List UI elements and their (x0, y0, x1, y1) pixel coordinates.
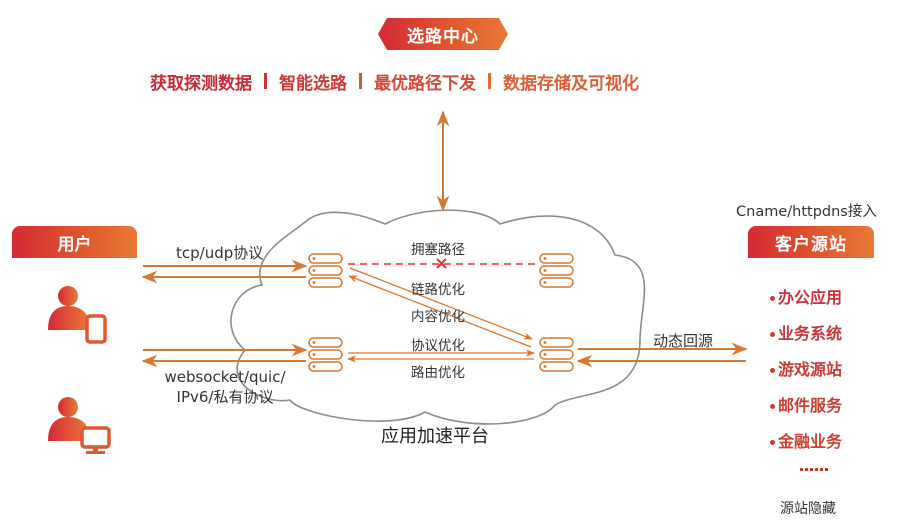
server-led (543, 341, 547, 344)
server-led (543, 353, 547, 356)
feature-item: 数据存储及可视化 (503, 73, 639, 94)
bullet-icon (770, 295, 775, 301)
server-unit (308, 349, 343, 360)
origin-service-item: 邮件服务 (770, 388, 842, 424)
feature-item: 智能选路 (279, 73, 347, 94)
origin-hidden-label: 源站隐藏 (780, 501, 836, 517)
origin-badge: 客户源站 (748, 226, 874, 258)
server-led (543, 365, 547, 368)
bullet-icon (770, 439, 775, 445)
server-led (312, 257, 316, 260)
congested-path-label: 拥塞路径 (411, 242, 465, 258)
feature-item: 获取探测数据 (150, 73, 252, 94)
server-unit (539, 349, 574, 360)
server-unit (539, 253, 574, 264)
service-label: 金融业务 (778, 432, 843, 451)
server-led (312, 269, 316, 272)
protocol-bottom-label: websocket/quic/ IPv6/私有协议 (150, 368, 300, 407)
server-led (312, 365, 316, 368)
person-mobile-icon (48, 286, 107, 344)
bullet-icon (770, 367, 775, 373)
server-stack-icon (308, 337, 343, 372)
server-unit (308, 253, 343, 264)
server-unit (539, 337, 574, 348)
server-stack-icon (308, 253, 343, 288)
server-stack-icon (539, 253, 574, 288)
service-label: 游戏源站 (778, 360, 843, 379)
person-desktop-icon (48, 397, 111, 454)
server-led (543, 281, 547, 284)
server-led (312, 281, 316, 284)
server-unit (308, 265, 343, 276)
origin-service-list: 办公应用 业务系统 游戏源站 邮件服务 金融业务 (770, 280, 842, 460)
diagonal-arrow-down (349, 267, 533, 340)
service-label: 邮件服务 (778, 396, 843, 415)
server-unit (539, 277, 574, 288)
back-to-origin-label: 动态回源 (653, 332, 714, 350)
separator (488, 73, 491, 89)
protocol-bottom-line2: IPv6/私有协议 (176, 388, 274, 406)
server-led (543, 257, 547, 260)
protocol-bottom-line1: websocket/quic/ (164, 368, 286, 386)
server-stacks (308, 253, 574, 372)
server-stack-icon (539, 337, 574, 372)
optimization-label: 内容优化 (411, 309, 465, 325)
bullet-icon (770, 403, 775, 409)
origin-service-item: 办公应用 (770, 280, 842, 316)
more-ellipsis (800, 468, 830, 471)
feature-item: 最优路径下发 (374, 73, 476, 94)
route-center-badge: 选路中心 (378, 18, 508, 50)
feature-list: 获取探测数据 智能选路 最优路径下发 数据存储及可视化 (150, 66, 760, 96)
diagonal-arrow-up (348, 275, 532, 348)
separator (359, 73, 362, 89)
access-label: Cname/httpdns接入 (736, 204, 877, 220)
server-led (312, 341, 316, 344)
optimization-label: 路由优化 (411, 365, 465, 381)
origin-service-item: 业务系统 (770, 316, 842, 352)
separator (264, 73, 267, 89)
platform-title: 应用加速平台 (381, 426, 489, 447)
server-unit (308, 337, 343, 348)
congestion-x-icon (436, 258, 447, 269)
bullet-icon (770, 331, 775, 337)
server-unit (539, 265, 574, 276)
server-unit (308, 277, 343, 288)
protocol-top-label: tcp/udp协议 (176, 244, 264, 262)
server-led (312, 353, 316, 356)
optimization-label: 协议优化 (411, 338, 465, 354)
optimization-label: 链路优化 (411, 282, 465, 298)
server-unit (308, 361, 343, 372)
server-led (543, 269, 547, 272)
origin-service-item: 金融业务 (770, 424, 842, 460)
server-unit (539, 361, 574, 372)
user-badge: 用户 (12, 226, 137, 258)
service-label: 业务系统 (778, 324, 843, 343)
origin-service-item: 游戏源站 (770, 352, 842, 388)
service-label: 办公应用 (778, 288, 843, 307)
